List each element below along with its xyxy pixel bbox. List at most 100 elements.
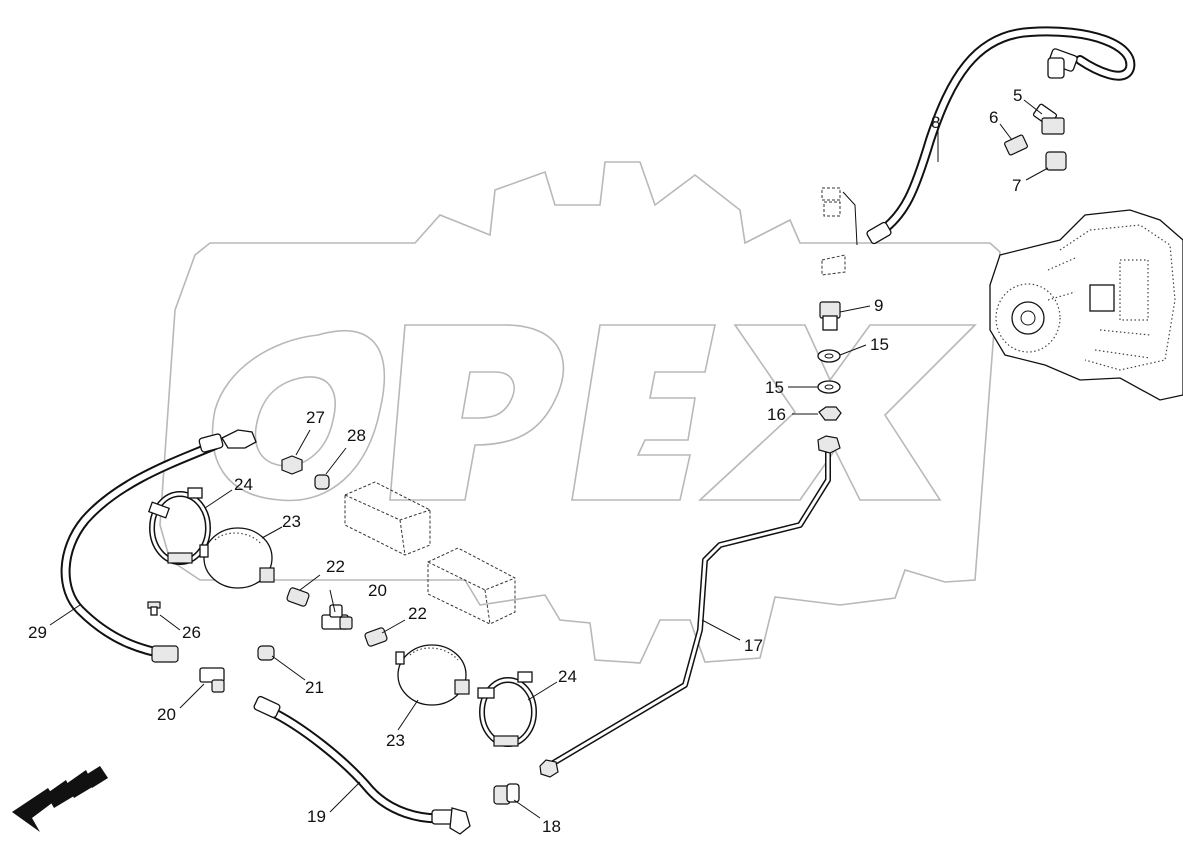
bolt-26-shank: [150, 606, 158, 616]
fitting-5: [1032, 103, 1065, 135]
tee-20-lower: [199, 667, 225, 693]
callout-22-upper: 22: [326, 557, 345, 576]
leader-22-lower: [381, 619, 406, 634]
dashed-block-b: [427, 547, 516, 625]
clamp-24-lower-tab: [517, 671, 533, 683]
leader-21: [271, 655, 306, 681]
accumulator-23-lower: [395, 644, 470, 706]
watermark: [159, 161, 1001, 664]
fitting-6: [1004, 134, 1028, 156]
leader-15-upper: [839, 344, 867, 356]
dashed-fitting-bracket: [842, 191, 858, 246]
accumulator-23-upper-sphere: [203, 527, 273, 589]
accumulator-23-upper-port: [259, 567, 275, 583]
watermark-letter-x: [697, 324, 977, 501]
callout-24-upper: 24: [234, 475, 253, 494]
watermark-letter-o: [211, 330, 385, 502]
bolt-26: [147, 601, 161, 616]
accumulator-23-upper-shade: [214, 532, 263, 546]
callout-9: 9: [874, 296, 883, 315]
leader-20-upper: [329, 589, 336, 613]
clamp-24-lower-ear: [477, 687, 495, 699]
hose-19-fitting-top: [253, 695, 281, 719]
arrow-bar-1: [46, 780, 74, 808]
callout-15-upper: 15: [870, 335, 889, 354]
leader-24-upper: [204, 489, 233, 509]
washer-15-lower-hole: [824, 384, 834, 390]
hose-19-inner: [265, 707, 448, 822]
clamp-24-upper-ear: [147, 501, 171, 519]
leader-6: [999, 123, 1013, 141]
callout-17: 17: [744, 636, 763, 655]
clamp-24-lower: [477, 671, 537, 747]
tee-20-upper: [321, 604, 353, 630]
leader-18: [513, 799, 541, 819]
reservoir-blocks-dashed: [344, 481, 516, 625]
leader-26: [159, 614, 181, 631]
hose-29-fitting-bottom: [151, 645, 179, 663]
leader-9: [839, 305, 871, 313]
callout-22-lower: 22: [408, 604, 427, 623]
hose-8-nut-upper: [1047, 57, 1065, 79]
tube-17-nut-top: [817, 435, 841, 454]
leader-7: [1025, 167, 1049, 181]
pump-shaft-center: [1020, 310, 1036, 326]
watermark-letter-p: [389, 324, 565, 501]
hose-29-elbow: [221, 429, 257, 449]
hose-8: [866, 26, 1136, 245]
watermark-letter-e: [571, 324, 716, 501]
accumulator-23-upper: [199, 527, 275, 589]
hose-29: [60, 429, 257, 663]
dashed-fitting-b: [823, 201, 841, 217]
dashed-fitting-a: [821, 187, 841, 201]
accumulator-23-lower-cap: [395, 651, 405, 665]
tube-17-inner: [548, 448, 830, 767]
leader-29: [49, 604, 81, 626]
clamp-24-lower-bolt: [493, 735, 519, 747]
clamp-24-upper: [147, 487, 211, 565]
tube-17-outer: [547, 447, 831, 768]
callout-27: 27: [306, 408, 325, 427]
callout-21: 21: [305, 678, 324, 697]
leader-23-upper: [261, 526, 283, 539]
dashed-fitting-c: [821, 254, 846, 276]
washer-15-upper-hole: [824, 353, 834, 359]
front-direction-arrow-icon: [12, 766, 108, 832]
fitting-6-body: [1004, 134, 1028, 156]
hose-19: [253, 695, 471, 835]
leader-20-lower: [179, 683, 205, 709]
accumulator-23-lower-sphere: [397, 644, 467, 706]
hose-29-inner: [62, 442, 218, 658]
callout-6: 6: [989, 108, 998, 127]
fitting-21: [257, 645, 275, 661]
adapter-27: [281, 455, 303, 475]
hose-8-inner: [877, 28, 1134, 235]
plug-28: [314, 474, 330, 490]
tube-17: [539, 435, 841, 778]
leader-5: [1023, 99, 1043, 115]
hose-19-elbow: [449, 807, 471, 835]
port-fittings-dashed: [821, 187, 858, 276]
fitting-18-thread: [506, 783, 520, 803]
callout-28: 28: [347, 426, 366, 445]
callout-18: 18: [542, 817, 561, 836]
fitting-7: [1045, 151, 1067, 171]
clamp-24-upper-bolt: [167, 552, 193, 564]
fitting-22-lower: [364, 627, 388, 647]
clamp-24-upper-tab: [187, 487, 203, 499]
callout-15-lower: 15: [765, 378, 784, 397]
pump-flange: [995, 283, 1061, 353]
arrow-head: [12, 788, 56, 832]
tee-20-upper-branch: [329, 604, 343, 618]
nut-16: [818, 406, 842, 421]
pump-port-block: [1089, 284, 1115, 312]
callout-16: 16: [767, 405, 786, 424]
callout-19: 19: [307, 807, 326, 826]
fitting-18: [493, 783, 520, 805]
callout-24-lower: 24: [558, 667, 577, 686]
leader-lines: [49, 99, 1049, 819]
dashed-block-a: [344, 481, 431, 556]
callout-23-lower: 23: [386, 731, 405, 750]
